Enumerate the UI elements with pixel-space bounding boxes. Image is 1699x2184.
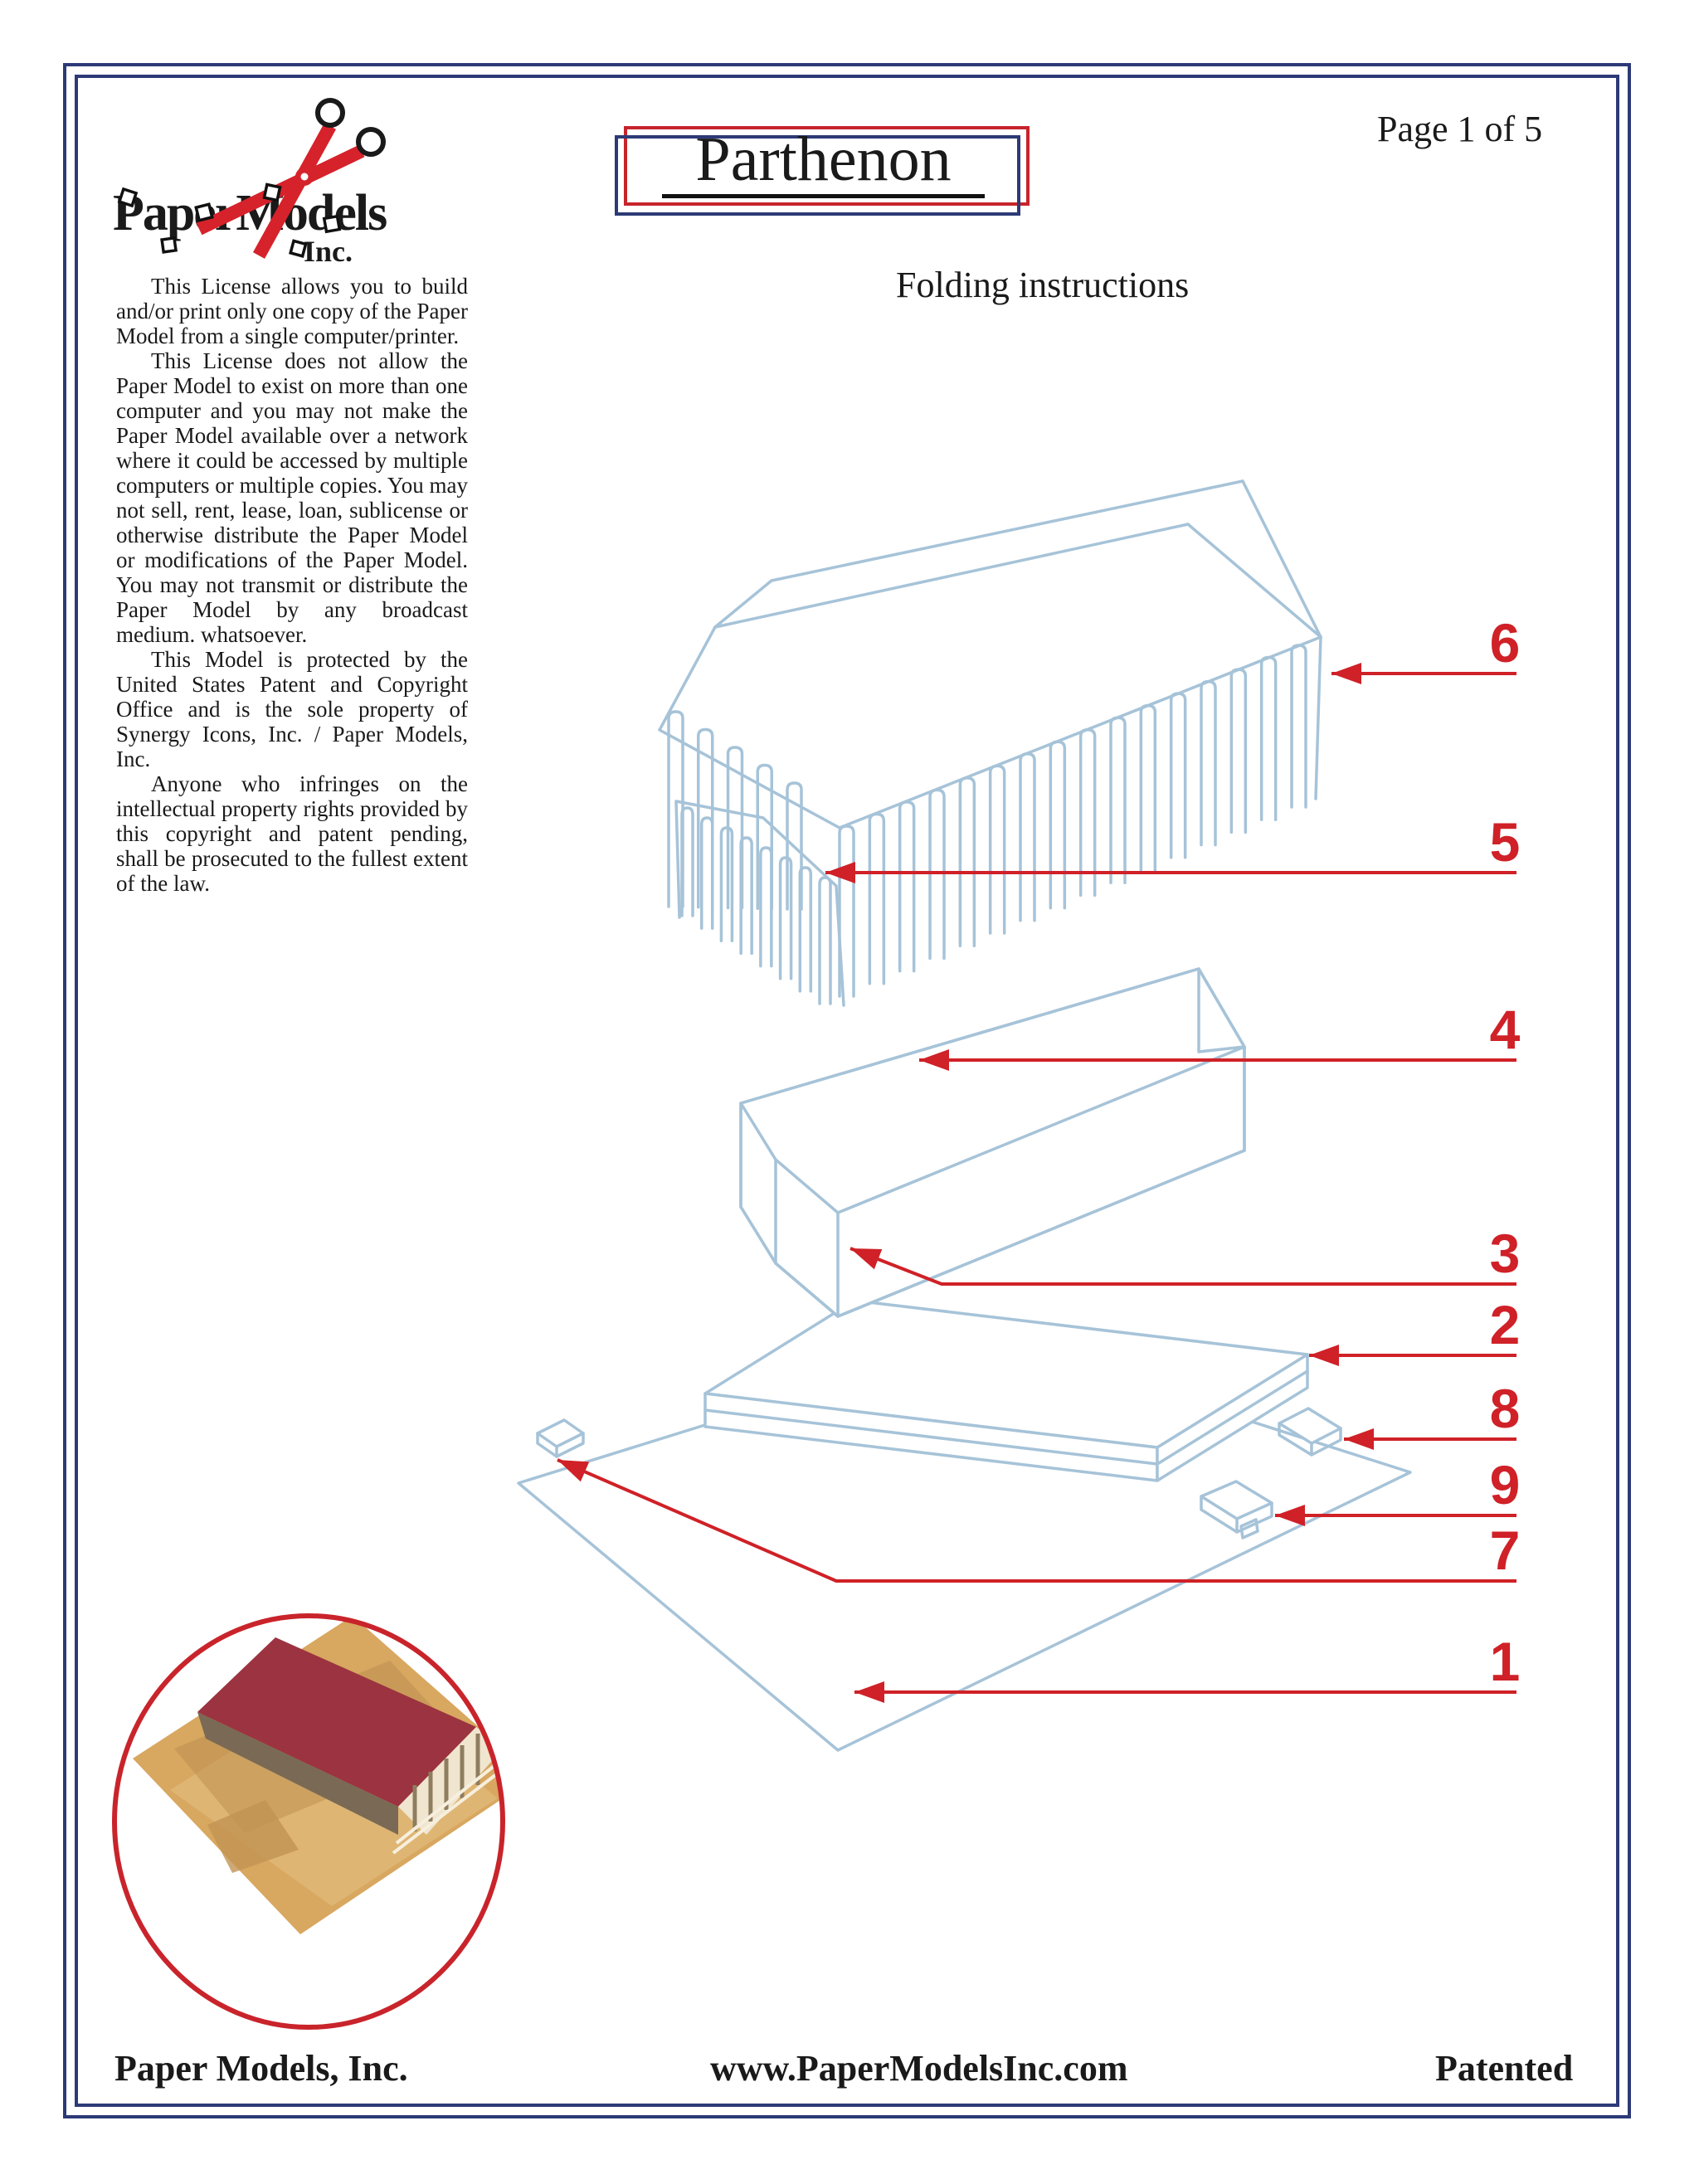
- scissors-icon: [196, 98, 386, 259]
- footer-patented: Patented: [1435, 2048, 1574, 2089]
- part-5-pediment-piece: [674, 800, 845, 1007]
- part-6-roof: [658, 479, 1322, 998]
- part-2-platform: [703, 1299, 1309, 1482]
- page-number: Page 1 of 5: [1377, 109, 1543, 149]
- title-box-navy: [615, 135, 1020, 216]
- subtitle: Folding instructions: [896, 265, 1190, 305]
- page-border-inner: [75, 75, 1619, 2107]
- part-9-tab: [1200, 1480, 1273, 1540]
- logo-suffix: Inc.: [304, 235, 353, 268]
- part-number: 9: [1490, 1454, 1521, 1515]
- callout-arrows: 6 5 4 3 2 8 97 1: [557, 612, 1521, 1703]
- page-border-outer: [63, 63, 1631, 2118]
- part-4-box: [739, 967, 1246, 1318]
- part-number: 8: [1490, 1378, 1521, 1439]
- part-7-tab: [536, 1418, 585, 1458]
- part-number: 3: [1490, 1223, 1521, 1284]
- license-paragraph: This License allows you to build and/or …: [116, 274, 468, 348]
- license-text: This License allows you to build and/or …: [116, 274, 468, 896]
- part-number: 1: [1490, 1631, 1521, 1692]
- logo-wordmark: PaperModels: [113, 185, 387, 241]
- license-paragraph: Anyone who infringes on the intellectual…: [116, 771, 468, 896]
- title-box-red: [624, 126, 1030, 206]
- part-number: 5: [1490, 811, 1521, 873]
- footer-company: Paper Models, Inc.: [114, 2048, 408, 2089]
- part-8-tab: [1278, 1407, 1342, 1457]
- part-number: 4: [1490, 999, 1521, 1060]
- license-paragraph: This License does not allow the Paper Mo…: [116, 348, 468, 647]
- page-title: Parthenon: [624, 124, 1023, 198]
- part-number: 6: [1490, 612, 1521, 674]
- part-number: 2: [1490, 1294, 1521, 1355]
- footer-website: www.PaperModelsInc.com: [710, 2048, 1128, 2089]
- logo-cut-squares: [117, 182, 342, 258]
- finished-model-photo: [112, 1613, 505, 2030]
- license-paragraph: This Model is protected by the United St…: [116, 647, 468, 771]
- part-number: 7: [1490, 1520, 1521, 1581]
